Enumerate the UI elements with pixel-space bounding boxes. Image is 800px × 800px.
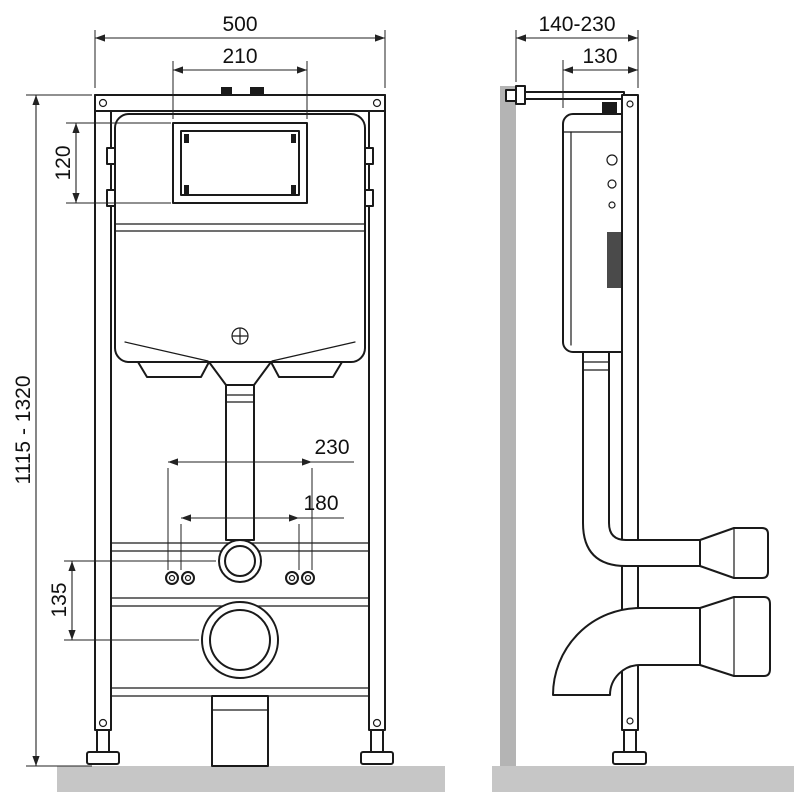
cistern-side (562, 113, 632, 353)
flush-pipe-side (582, 351, 769, 579)
top-fitting-icon (221, 87, 232, 95)
screw-hole-icon (626, 100, 634, 108)
tank-side-tab (364, 147, 374, 165)
screw-hole-icon (372, 98, 382, 108)
plate-boss-icon (291, 185, 296, 194)
tank-side-tab (106, 189, 116, 207)
frame-foot-side (612, 729, 647, 765)
cistern-front (106, 113, 374, 363)
pipe-funnel (208, 361, 272, 386)
tank-bracket (270, 361, 343, 378)
fixing-studs (165, 571, 315, 585)
flush-valve-button-icon (231, 327, 249, 345)
dim-label-overall-width: 500 (222, 13, 257, 36)
dim-frame-depth: 130 (562, 45, 638, 108)
foot-base (360, 751, 394, 765)
floor-front (57, 766, 445, 792)
dim-fixing-span-outer: 230 (167, 436, 354, 570)
dim-label-frame-depth: 130 (582, 45, 617, 68)
dim-fixing-span-inner: 180 (180, 492, 344, 570)
plate-boss-icon (291, 134, 296, 143)
bracket-anchor (505, 89, 517, 102)
frame-feet (86, 729, 394, 765)
tank-bracket (137, 361, 210, 378)
dim-label-install-height: 1115 - 1320 (12, 376, 35, 485)
foot-stem (623, 729, 637, 755)
bracket-plate (515, 85, 526, 105)
frame-top-bar (94, 94, 386, 112)
dim-label-outlet-offset: 135 (48, 582, 71, 617)
dim-install-height: 1115 - 1320 (12, 94, 92, 767)
flush-mechanism (607, 232, 623, 288)
plate-boss-icon (184, 134, 189, 143)
dim-label-fixing-span-outer: 230 (314, 436, 349, 459)
tank-side-tab (364, 189, 374, 207)
dim-plate-width: 210 (172, 45, 308, 119)
wall-bracket (505, 85, 625, 115)
fill-valve-icon (607, 179, 617, 189)
dim-overall-width: 500 (94, 13, 386, 88)
screw-hole-icon (372, 718, 382, 728)
bracket-clamp-icon (602, 102, 617, 115)
waste-connector-spigot (699, 596, 771, 677)
side-view: 140-230 130 (492, 13, 794, 792)
screw-hole-icon (626, 717, 634, 725)
waste-bend-side (552, 596, 771, 696)
foot-base (612, 751, 647, 765)
wall (500, 86, 516, 766)
dim-label-fixing-span-inner: 180 (303, 492, 338, 515)
screw-hole-icon (98, 98, 108, 108)
foot-stem (370, 729, 384, 755)
fill-valve-icon (608, 201, 616, 209)
dim-label-wall-distance: 140-230 (538, 13, 615, 36)
front-view: 500 210 120 1115 - 1320 230 (12, 13, 445, 792)
bracket-rod (524, 91, 625, 100)
cistern-tank (114, 113, 366, 363)
screw-hole-icon (98, 718, 108, 728)
foot-base (86, 751, 120, 765)
dim-plate-height: 120 (52, 122, 171, 204)
dim-label-plate-height: 120 (52, 145, 75, 180)
waste-outlet (201, 601, 279, 679)
flush-pipe-front (137, 361, 343, 583)
foot-stem (96, 729, 110, 755)
top-fitting-icon (250, 87, 264, 95)
flush-plate-opening (172, 122, 308, 204)
plate-boss-icon (184, 185, 189, 194)
floor-side (492, 766, 794, 792)
dim-wall-distance: 140-230 (515, 13, 639, 88)
mounting-frame (94, 87, 386, 731)
dim-label-plate-width: 210 (222, 45, 257, 68)
fill-valve-icon (606, 154, 618, 166)
dim-outlet-offset: 135 (48, 560, 216, 641)
bottom-bracket (211, 695, 269, 767)
tank-side-tab (106, 147, 116, 165)
